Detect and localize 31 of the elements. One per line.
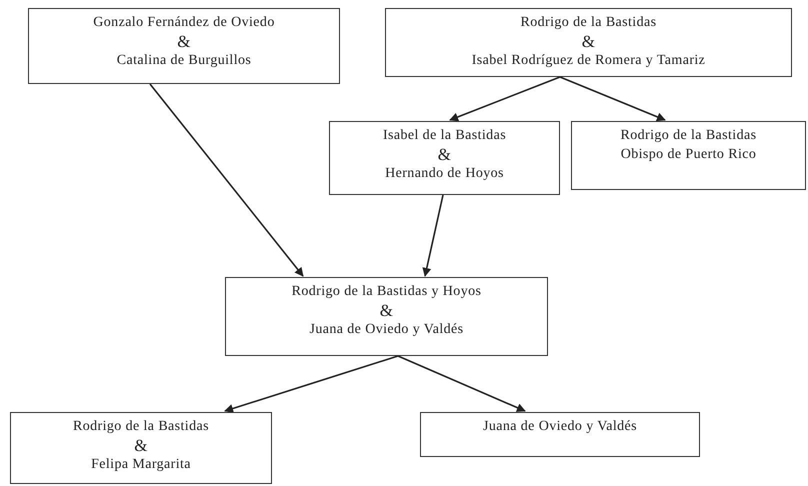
ampersand: &	[436, 145, 452, 164]
person-box	[571, 121, 806, 190]
person-name: Isabel Rodríguez de Romera y Tamariz	[470, 52, 706, 70]
person-name: Isabel de la Bastidas	[382, 127, 508, 145]
person-box	[329, 121, 560, 195]
ampersand: &	[378, 301, 394, 320]
ampersand: &	[580, 32, 596, 51]
arrow	[224, 355, 398, 413]
arrow	[398, 355, 526, 412]
person-box	[225, 277, 548, 356]
arrow	[449, 76, 560, 122]
arrow	[560, 76, 666, 122]
person-name: Rodrigo de la Bastidas	[72, 418, 210, 436]
arrow	[149, 84, 304, 277]
person-name: Catalina de Burguillos	[116, 52, 252, 70]
person-box	[28, 8, 340, 84]
ampersand: &	[133, 436, 149, 455]
person-box	[10, 412, 272, 484]
person-box	[420, 412, 700, 457]
person-name: Juana de Oviedo y Valdés	[482, 418, 638, 436]
person-name: Rodrigo de la Bastidas	[620, 127, 758, 145]
person-name: Rodrigo de la Bastidas	[520, 14, 658, 32]
person-name: Rodrigo de la Bastidas y Hoyos	[290, 283, 482, 301]
ampersand: &	[176, 32, 192, 51]
person-name: Obispo de Puerto Rico	[620, 146, 758, 164]
person-name: Juana de Oviedo y Valdés	[308, 321, 464, 339]
person-box	[385, 8, 792, 77]
arrow	[422, 194, 444, 277]
person-name: Felipa Margarita	[90, 456, 192, 474]
person-name: Gonzalo Fernández de Oviedo	[92, 14, 276, 32]
person-name: Hernando de Hoyos	[384, 165, 505, 183]
